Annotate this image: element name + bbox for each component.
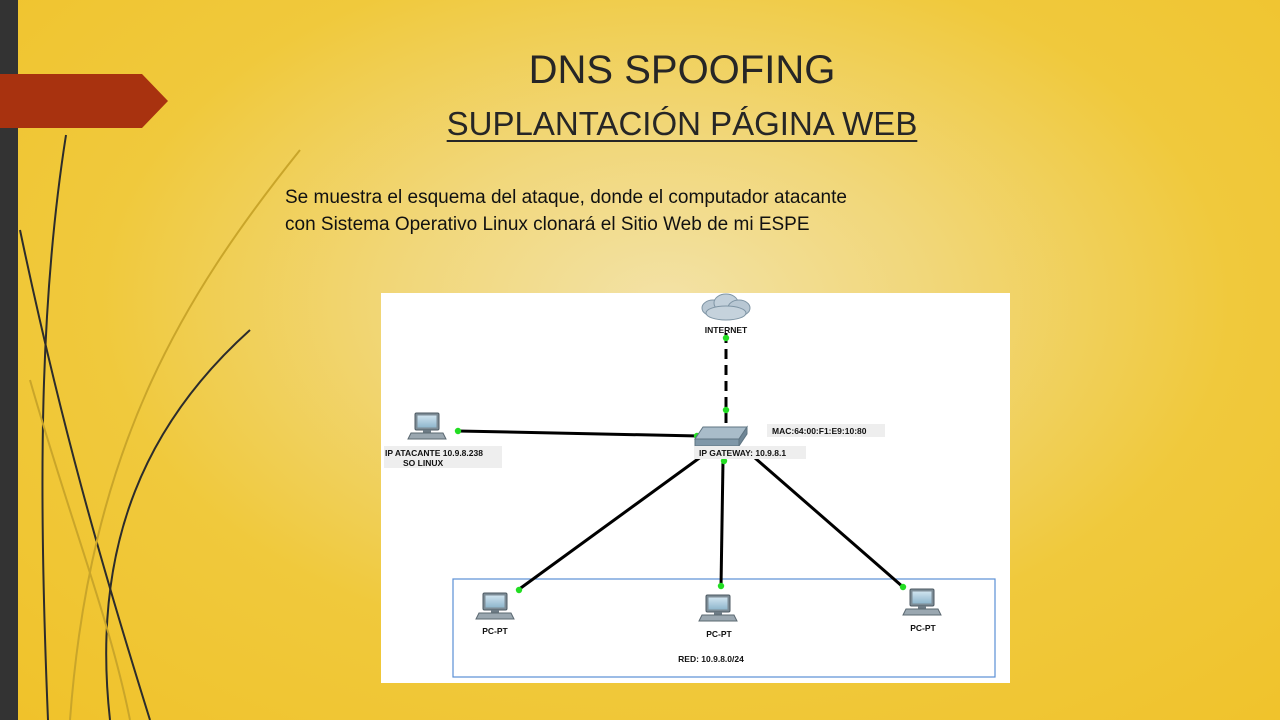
description-line-1: Se muestra el esquema del ataque, donde … bbox=[285, 187, 847, 208]
attacker-label-line-1: IP ATACANTE 10.9.8.238 bbox=[385, 448, 483, 458]
slide-title: DNS SPOOFING bbox=[528, 48, 836, 92]
internet-cloud-icon bbox=[701, 293, 751, 321]
link-gateway-pc-middle bbox=[719, 460, 725, 588]
left-sidebar-bar bbox=[0, 0, 18, 720]
decorative-swirl-lines bbox=[19, 134, 301, 720]
pc-icon bbox=[698, 594, 738, 622]
mac-label: MAC:64:00:F1:E9:10:80 bbox=[772, 426, 867, 436]
pc-label: PC-PT bbox=[706, 629, 732, 639]
gateway-label: IP GATEWAY: 10.9.8.1 bbox=[699, 448, 786, 458]
link-endpoint bbox=[454, 427, 462, 435]
link-endpoint bbox=[720, 457, 728, 465]
network-diagram-svg: INTERNET MAC:64:00:F1:E9:10:80 IP GATEWA… bbox=[384, 293, 996, 678]
link-gateway-pc-right bbox=[746, 449, 904, 589]
attacker-label-background bbox=[384, 446, 502, 468]
pc-icon bbox=[475, 592, 515, 620]
gateway-switch-icon bbox=[694, 425, 748, 448]
link-endpoint bbox=[722, 334, 730, 342]
network-segment-box bbox=[452, 578, 996, 678]
pc-label: PC-PT bbox=[910, 623, 936, 633]
link-endpoint bbox=[722, 406, 730, 414]
internet-label: INTERNET bbox=[705, 325, 748, 335]
mac-label-background bbox=[767, 424, 885, 437]
attacker-label-line-2: SO LINUX bbox=[403, 458, 443, 468]
attacker-pc-icon bbox=[407, 412, 447, 440]
link-attacker-gateway bbox=[457, 429, 700, 438]
link-endpoint bbox=[717, 582, 725, 590]
link-endpoint bbox=[515, 586, 523, 594]
pc-icon bbox=[902, 588, 942, 616]
accent-tab-polygon bbox=[0, 74, 168, 128]
network-label: RED: 10.9.8.0/24 bbox=[678, 654, 744, 664]
slide-subtitle: SUPLANTACIÓN PÁGINA WEB bbox=[446, 105, 918, 142]
link-gateway-pc-left bbox=[517, 449, 710, 592]
accent-tab-shape bbox=[0, 74, 168, 128]
pc-label: PC-PT bbox=[482, 626, 508, 636]
link-endpoint bbox=[899, 583, 907, 591]
description-line-2: con Sistema Operativo Linux clonará el S… bbox=[285, 214, 810, 235]
network-diagram: INTERNET MAC:64:00:F1:E9:10:80 IP GATEWA… bbox=[381, 293, 1010, 683]
slide-description: Se muestra el esquema del ataque, donde … bbox=[285, 184, 1145, 238]
gateway-label-background bbox=[694, 446, 806, 459]
